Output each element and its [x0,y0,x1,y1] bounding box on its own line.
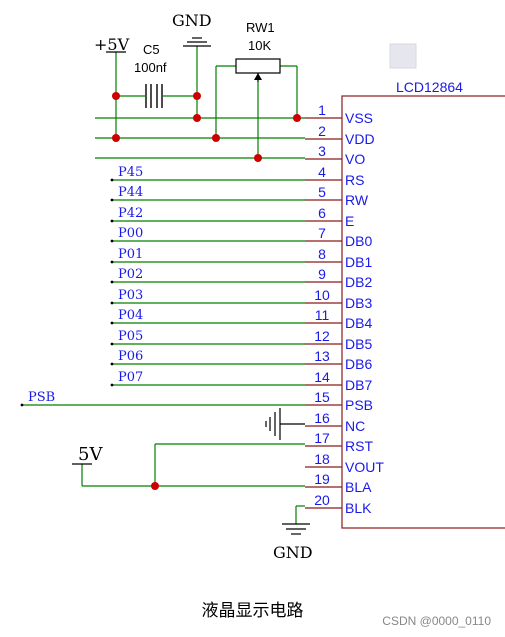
pin-lines [305,117,342,509]
junction-dot [254,154,262,162]
junctions [112,92,301,490]
net-terminal-p03 [110,301,114,305]
pin-number-13: 13 [314,348,330,364]
pin-number-7: 7 [318,225,326,241]
pin-number-16: 16 [314,410,330,426]
pin-name-db3: DB3 [345,295,372,311]
blk-wiring [295,505,305,524]
junction-dot [112,92,120,100]
potentiometer-rw1 [235,58,281,82]
net-label-p04: P04 [118,308,143,323]
pin-name-e: E [345,213,354,229]
net-terminal-p01 [110,260,114,264]
pin-name-blk: BLK [345,500,372,516]
vcc-label-left: 5V [78,444,103,465]
pin-number-10: 10 [314,287,330,303]
capacitor-c5 [145,84,163,108]
junction-dot [193,92,201,100]
nc-stub [265,408,305,440]
gnd-label-bottom: GND [273,543,313,562]
pin-name-rw: RW [345,192,369,208]
capacitor-value: 100nf [134,60,167,75]
net-label-p01: P01 [118,247,143,262]
junction-dot [112,134,120,142]
pin-number-15: 15 [314,389,330,405]
net-terminal-p06 [110,362,114,366]
net-label-p02: P02 [118,267,143,282]
pin-number-2: 2 [318,123,326,139]
net-label-p07: P07 [118,370,143,385]
junction-dot [193,114,201,122]
net-label-p42: P42 [118,206,143,221]
junction-dot [212,134,220,142]
pin-name-db6: DB6 [345,356,372,372]
ic-placeholder-icon [389,43,417,69]
pin-name-bla: BLA [345,479,372,495]
ic-name: LCD12864 [396,79,463,95]
watermark: CSDN @0000_0110 [382,614,491,628]
pin-number-18: 18 [314,451,330,467]
net-terminal-p00 [110,239,114,243]
pin-number-12: 12 [314,328,330,344]
pin-names: VSS VDD VO RS RW E DB0DB1DB2DB3DB4DB5DB6DB7PSB… [345,110,384,516]
pin-name-vdd: VDD [345,131,375,147]
pin-name-db2: DB2 [345,274,372,290]
pin-number-19: 19 [314,471,330,487]
pin-name-db5: DB5 [345,336,372,352]
pin-number-20: 20 [314,492,330,508]
net-label-p45: P45 [118,165,143,180]
rst-bla-wiring [81,443,305,487]
pin-name-db0: DB0 [345,233,372,249]
net-terminal-p04 [110,321,114,325]
pin-number-8: 8 [318,246,326,262]
gnd-symbol-top [183,37,211,47]
net-terminal-p02 [110,280,114,284]
net-label-p05: P05 [118,329,143,344]
net-label-p03: P03 [118,288,143,303]
pin-number-1: 1 [318,102,326,118]
pin-name-db7: DB7 [345,377,372,393]
pin-name-psb: PSB [345,397,373,413]
diagram-caption: 液晶显示电路 [201,601,304,621]
pin-number-4: 4 [318,164,326,180]
pin-name-vss: VSS [345,110,373,126]
pin-number-17: 17 [314,430,330,446]
pot-ref: RW1 [246,20,275,35]
pin-number-14: 14 [314,369,330,385]
pin-name-rst: RST [345,438,373,454]
pin-number-3: 3 [318,143,326,159]
net-label-psb: PSB [28,390,55,405]
pin-number-5: 5 [318,184,326,200]
pin-name-db4: DB4 [345,315,372,331]
net-label-p44: P44 [118,185,143,200]
gnd-symbol-bottom [282,523,310,535]
pin-number-6: 6 [318,205,326,221]
pin-number-9: 9 [318,266,326,282]
pin-name-rs: RS [345,172,364,188]
net-terminal-psb [20,403,24,407]
pin-name-vout: VOUT [345,459,384,475]
pin-name-vo: VO [345,151,365,167]
lcd-schematic: LCD12864 1234567891011121314151617181920… [20,11,505,562]
net-terminal-p07 [110,383,114,387]
junction-dot [293,114,301,122]
net-terminal-p44 [110,198,114,202]
net-terminal-p42 [110,219,114,223]
pot-value: 10K [248,38,271,53]
net-label-p06: P06 [118,349,143,364]
vcc-label-top: +5V [94,35,130,54]
junction-dot [151,482,159,490]
capacitor-ref: C5 [143,42,160,57]
lcd-ic-body [341,95,505,529]
pin-name-nc: NC [345,418,365,434]
gnd-label-top: GND [172,11,212,30]
net-terminal-p05 [110,342,114,346]
pin-name-db1: DB1 [345,254,372,270]
net-label-p00: P00 [118,226,143,241]
net-wires [20,178,305,407]
net-terminal-p45 [110,178,114,182]
pin-number-11: 11 [315,307,330,323]
